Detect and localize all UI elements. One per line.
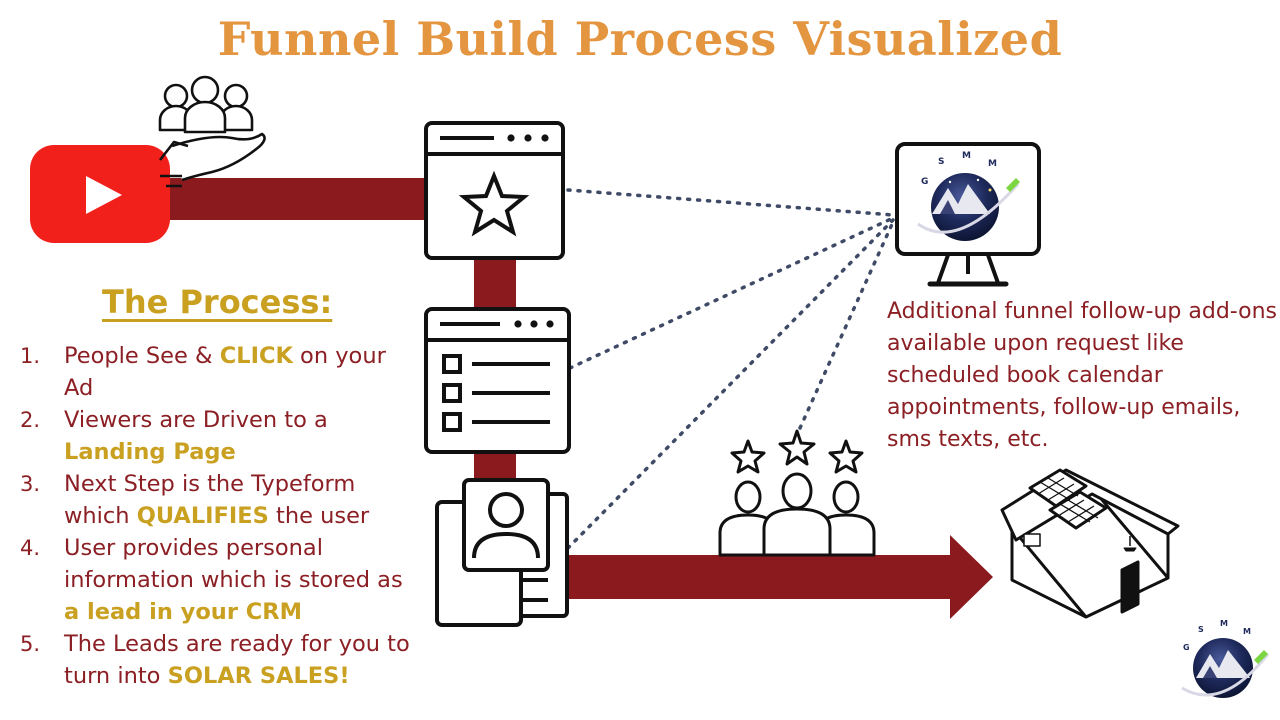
process-step: 5. The Leads are ready for you to turn i… (16, 628, 416, 692)
svg-text:S: S (938, 157, 944, 167)
flow-bar-ad-to-landing (150, 178, 430, 220)
step-text-part: Viewers are Driven to a (64, 407, 328, 433)
page-title: Funnel Build Process Visualized (217, 12, 1063, 66)
step-number: 3. (20, 472, 41, 496)
step-number: 2. (20, 408, 41, 432)
youtube-icon (30, 145, 170, 243)
svg-text:M: M (962, 151, 971, 161)
crm-contact-icon (435, 478, 569, 627)
flow-bar-landing-to-form (474, 258, 516, 310)
flow-arrow-to-sales (566, 535, 993, 619)
flow-bars (150, 178, 993, 619)
star-icon (730, 439, 766, 474)
svg-text:M: M (1243, 627, 1251, 636)
step-text: Next Step is the Typeform which QUALIFIE… (64, 468, 416, 532)
step-number: 1. (20, 344, 41, 368)
step-text-part: User provides personal information which… (64, 535, 403, 593)
dotted-connectors (566, 188, 895, 550)
svg-text:M: M (1220, 619, 1228, 628)
rated-people-icon (718, 429, 876, 557)
svg-text:G: G (921, 177, 928, 187)
audience-hand-icon (158, 75, 266, 188)
solar-house-icon (1000, 468, 1180, 619)
step-number: 4. (20, 536, 41, 560)
svg-text:S: S (1198, 625, 1204, 634)
star-icon (458, 170, 530, 237)
step-text-part: on your Ad (64, 343, 386, 401)
step-highlight: Landing Page (64, 439, 236, 465)
addons-description: Additional funnel follow-up add-ons avai… (887, 299, 1277, 452)
dotted-line-form (568, 216, 895, 370)
dotted-line-leads (798, 220, 895, 430)
star-icon (778, 429, 816, 466)
step-text-part: The Leads are ready for you to turn into (64, 631, 410, 689)
step-text-part: Next Step is the Typeform which (64, 471, 356, 529)
step-number: 5. (20, 632, 41, 656)
step-highlight: SOLAR SALES! (167, 663, 350, 689)
step-text-part: People See & (64, 343, 220, 369)
process-step: 1. People See & CLICK on your Ad (16, 340, 416, 404)
step-text-part: the user (268, 503, 370, 529)
dotted-line-landing (566, 188, 895, 217)
monitor-logo-icon: G S M M (895, 142, 1041, 287)
step-highlight: a lead in your CRM (64, 599, 302, 625)
step-text: Viewers are Driven to a Landing Page (64, 404, 416, 468)
landing-page-icon (424, 121, 565, 260)
typeform-icon (424, 307, 571, 454)
svg-text:M: M (988, 159, 997, 169)
step-text: User provides personal information which… (64, 532, 416, 628)
step-text: People See & CLICK on your Ad (64, 340, 416, 404)
step-text: The Leads are ready for you to turn into… (64, 628, 416, 692)
dotted-line-crm (566, 218, 895, 550)
process-steps-list: 1. People See & CLICK on your Ad 2. View… (16, 340, 416, 692)
brand-logo-icon: G S M M (1181, 619, 1270, 698)
process-step: 3. Next Step is the Typeform which QUALI… (16, 468, 416, 532)
svg-text:G: G (1183, 643, 1190, 652)
process-step: 2. Viewers are Driven to a Landing Page (16, 404, 416, 468)
step-highlight: QUALIFIES (136, 503, 269, 529)
star-icon (828, 439, 864, 474)
step-highlight: CLICK (219, 343, 293, 369)
process-step: 4. User provides personal information wh… (16, 532, 416, 628)
process-heading: The Process: (102, 283, 333, 321)
